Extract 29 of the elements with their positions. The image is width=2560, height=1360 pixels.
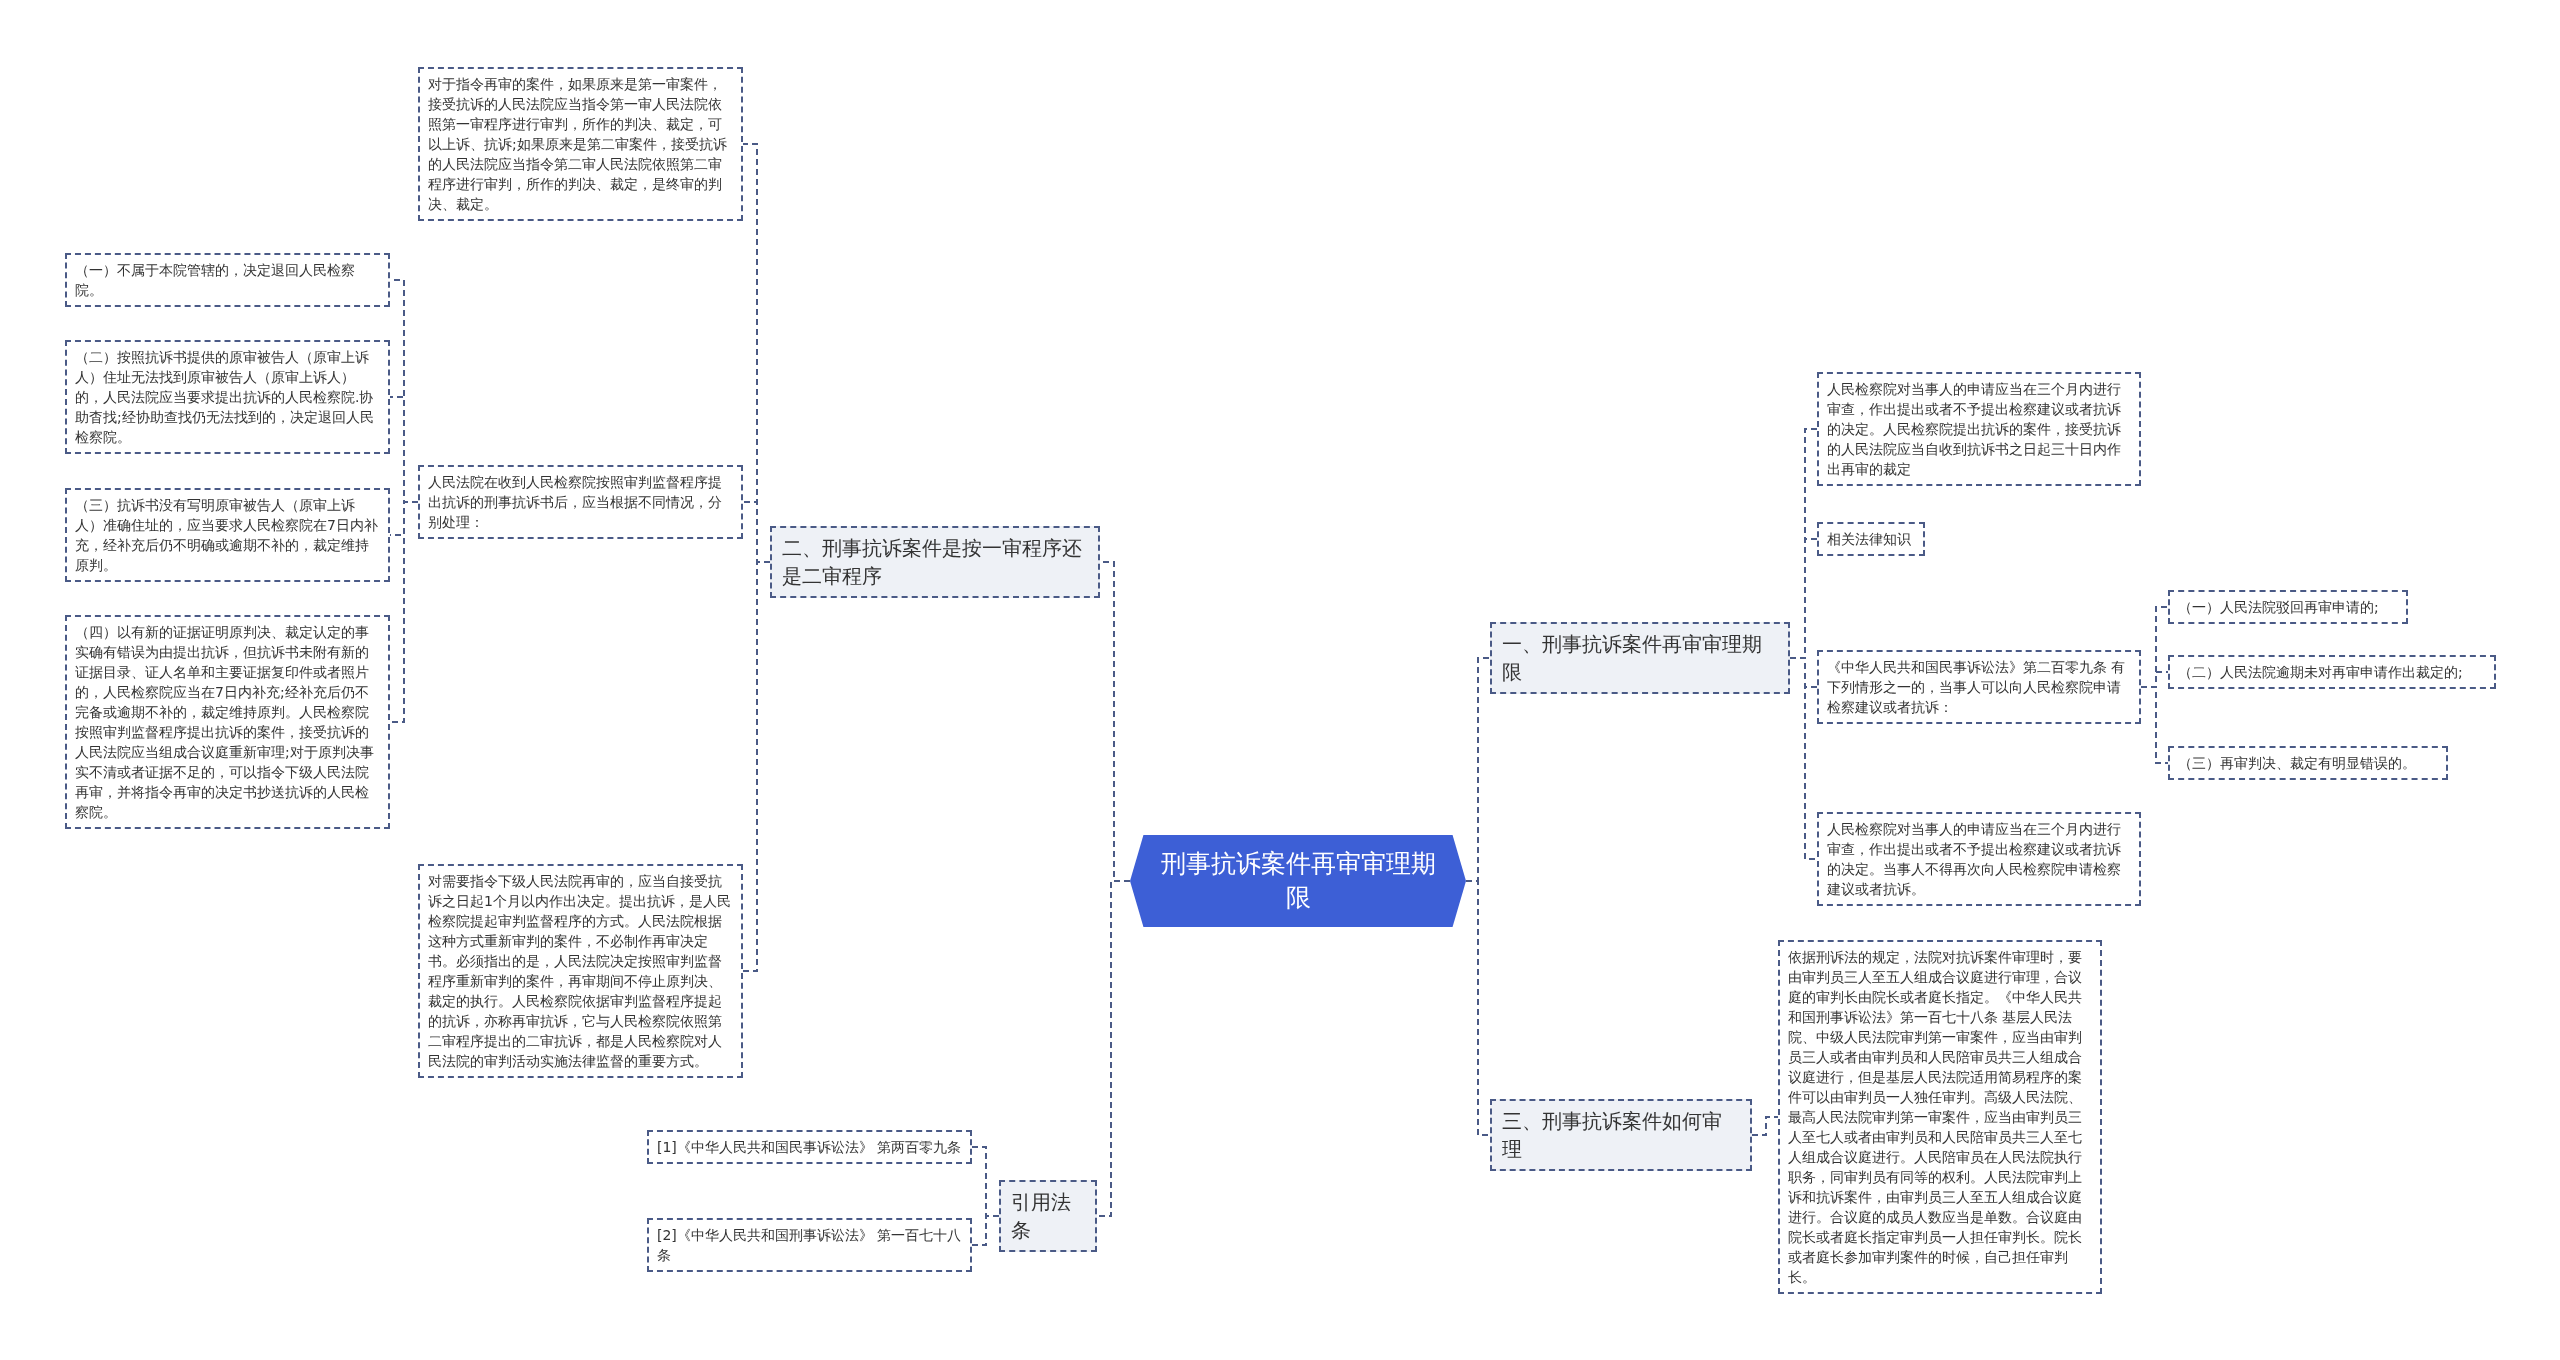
note-box: 人民法院在收到人民检察院按照审判监督程序提出抗诉的刑事抗诉书后，应当根据不同情况，分别处理： [418, 465, 743, 539]
note-box: （二）按照抗诉书提供的原审被告人（原审上诉人）住址无法找到原审被告人（原审上诉人）的，人民法院应当要求提出抗诉的人民检察院.协助杳找;经协助查找仍无法找到的，决定退回人民检察院。 [65, 340, 390, 454]
note-box: （三）抗诉书没有写明原审被告人（原审上诉人）准确住址的，应当要求人民检察院在7日内补充，经补充后仍不明确或逾期不补的，裁定维持原判。 [65, 488, 390, 582]
connector-line [2140, 686, 2169, 764]
connector-line [1465, 880, 1491, 1136]
connector-line [1789, 657, 1818, 860]
connector-line [1751, 1116, 1779, 1136]
note-box: （三）再审判决、裁定有明显错误的。 [2168, 746, 2448, 780]
connector-line [971, 1215, 1000, 1246]
note-box: （二）人民法院逾期未对再审申请作出裁定的; [2168, 655, 2496, 689]
note-box: 对需要指令下级人民法院再审的，应当自接受抗诉之日起1个月以内作出决定。提出抗诉，是人民检察院提起审判监督程序的方式。人民法院根据这种方式重新审判的案件，不必制作再审决定书。必须指出的是，人民法院决定按照审判监督程序重新审判的案件，再审期间不停止原判决、裁定的执行。人民检察院依据审判监督程序提起的抗诉，亦称再审抗诉，它与人民检察院依照第二审程序提出的二审抗诉，都是人民检察院对人民法院的审判活动实施法律监督的重要方式。 [418, 864, 743, 1078]
connector-line [1096, 880, 1131, 1217]
note-box: （一）不属于本院管辖的，决定退回人民检察院。 [65, 253, 390, 307]
note-box: （一）人民法院驳回再审申请的; [2168, 590, 2408, 624]
topic-box: 三、刑事抗诉案件如何审理 [1490, 1099, 1752, 1171]
central-topic: 刑事抗诉案件再审审理期限 [1130, 835, 1466, 927]
note-box: 对于指令再审的案件，如果原来是第一审案件，接受抗诉的人民法院应当指令第一审人民法院依照第一审程序进行审判，所作的判决、裁定，可以上诉、抗诉;如果原来是第二审案件，接受抗诉的人民法院应当指令第二审人民法院依照第二审程序进行审判，所作的判决、裁定，是终审的判决、裁定。 [418, 67, 743, 221]
topic-box: 一、刑事抗诉案件再审审理期限 [1490, 622, 1790, 694]
note-box: （四）以有新的证据证明原判决、裁定认定的事实确有错误为由提出抗诉，但抗诉书未附有新的证据目录、证人名单和主要证据复印件或者照片的，人民检察院应当在7日内补充;经补充后仍不完备或逾期不补的，裁定维持原判。人民检察院按照审判监督程序提出抗诉的案件，接受抗诉的人民法院应当组成合议庭重新审理;对于原判决事实不清或者证据不足的，可以指令下级人民法院再审，并将指令再审的决定书抄送抗诉的人民检察院。 [65, 615, 390, 829]
note-box: 《中华人民共和国民事诉讼法》第二百零九条 有下列情形之一的，当事人可以向人民检察院申请检察建议或者抗诉： [1817, 650, 2141, 724]
note-box: [1]《中华人民共和国民事诉讼法》 第两百零九条 [647, 1130, 972, 1164]
note-box: 人民检察院对当事人的申请应当在三个月内进行审查，作出提出或者不予提出检察建议或者抗诉的决定。当事人不得再次向人民检察院申请检察建议或者抗诉。 [1817, 812, 2141, 906]
note-box: 相关法律知识 [1817, 522, 1925, 556]
note-box: [2]《中华人民共和国刑事诉讼法》 第一百七十八条 [647, 1218, 972, 1272]
connector-line [389, 501, 419, 723]
note-box: 依据刑诉法的规定，法院对抗诉案件审理时，要由审判员三人至五人组成合议庭进行审理，合议庭的审判长由院长或者庭长指定。《中华人民共和国刑事诉讼法》第一百七十八条 基层人民法院、中级人民法院审判第一审案件，应当由审判员三人或者由审判员和人民陪审员共三人组成合议庭进行，但是基层人民法院适用简易程序的案件可以由审判员一人独任审判。高级人民法院、最高人民法院审判第一审案件，应当由审判员三人至七人或者由审判员和人民陪审员共三人至七人组成合议庭进行。人民陪审员在人民法院执行职务，同审判员有同等的权利。人民法院审判上诉和抗诉案件，由审判员三人至五人组成合议庭进行。合议庭的成员人数应当是单数。合议庭由院长或者庭长指定审判员一人担任审判长。院长或者庭长参加审判案件的时候，自己担任审判长。 [1778, 940, 2102, 1294]
topic-box: 二、刑事抗诉案件是按一审程序还是二审程序 [770, 526, 1100, 598]
note-box: 人民检察院对当事人的申请应当在三个月内进行审查，作出提出或者不予提出检察建议或者抗诉的决定。人民检察院提出抗诉的案件，接受抗诉的人民法院应当自收到抗诉书之日起三十日内作出再审的裁定 [1817, 372, 2141, 486]
topic-box: 引用法条 [999, 1180, 1097, 1252]
